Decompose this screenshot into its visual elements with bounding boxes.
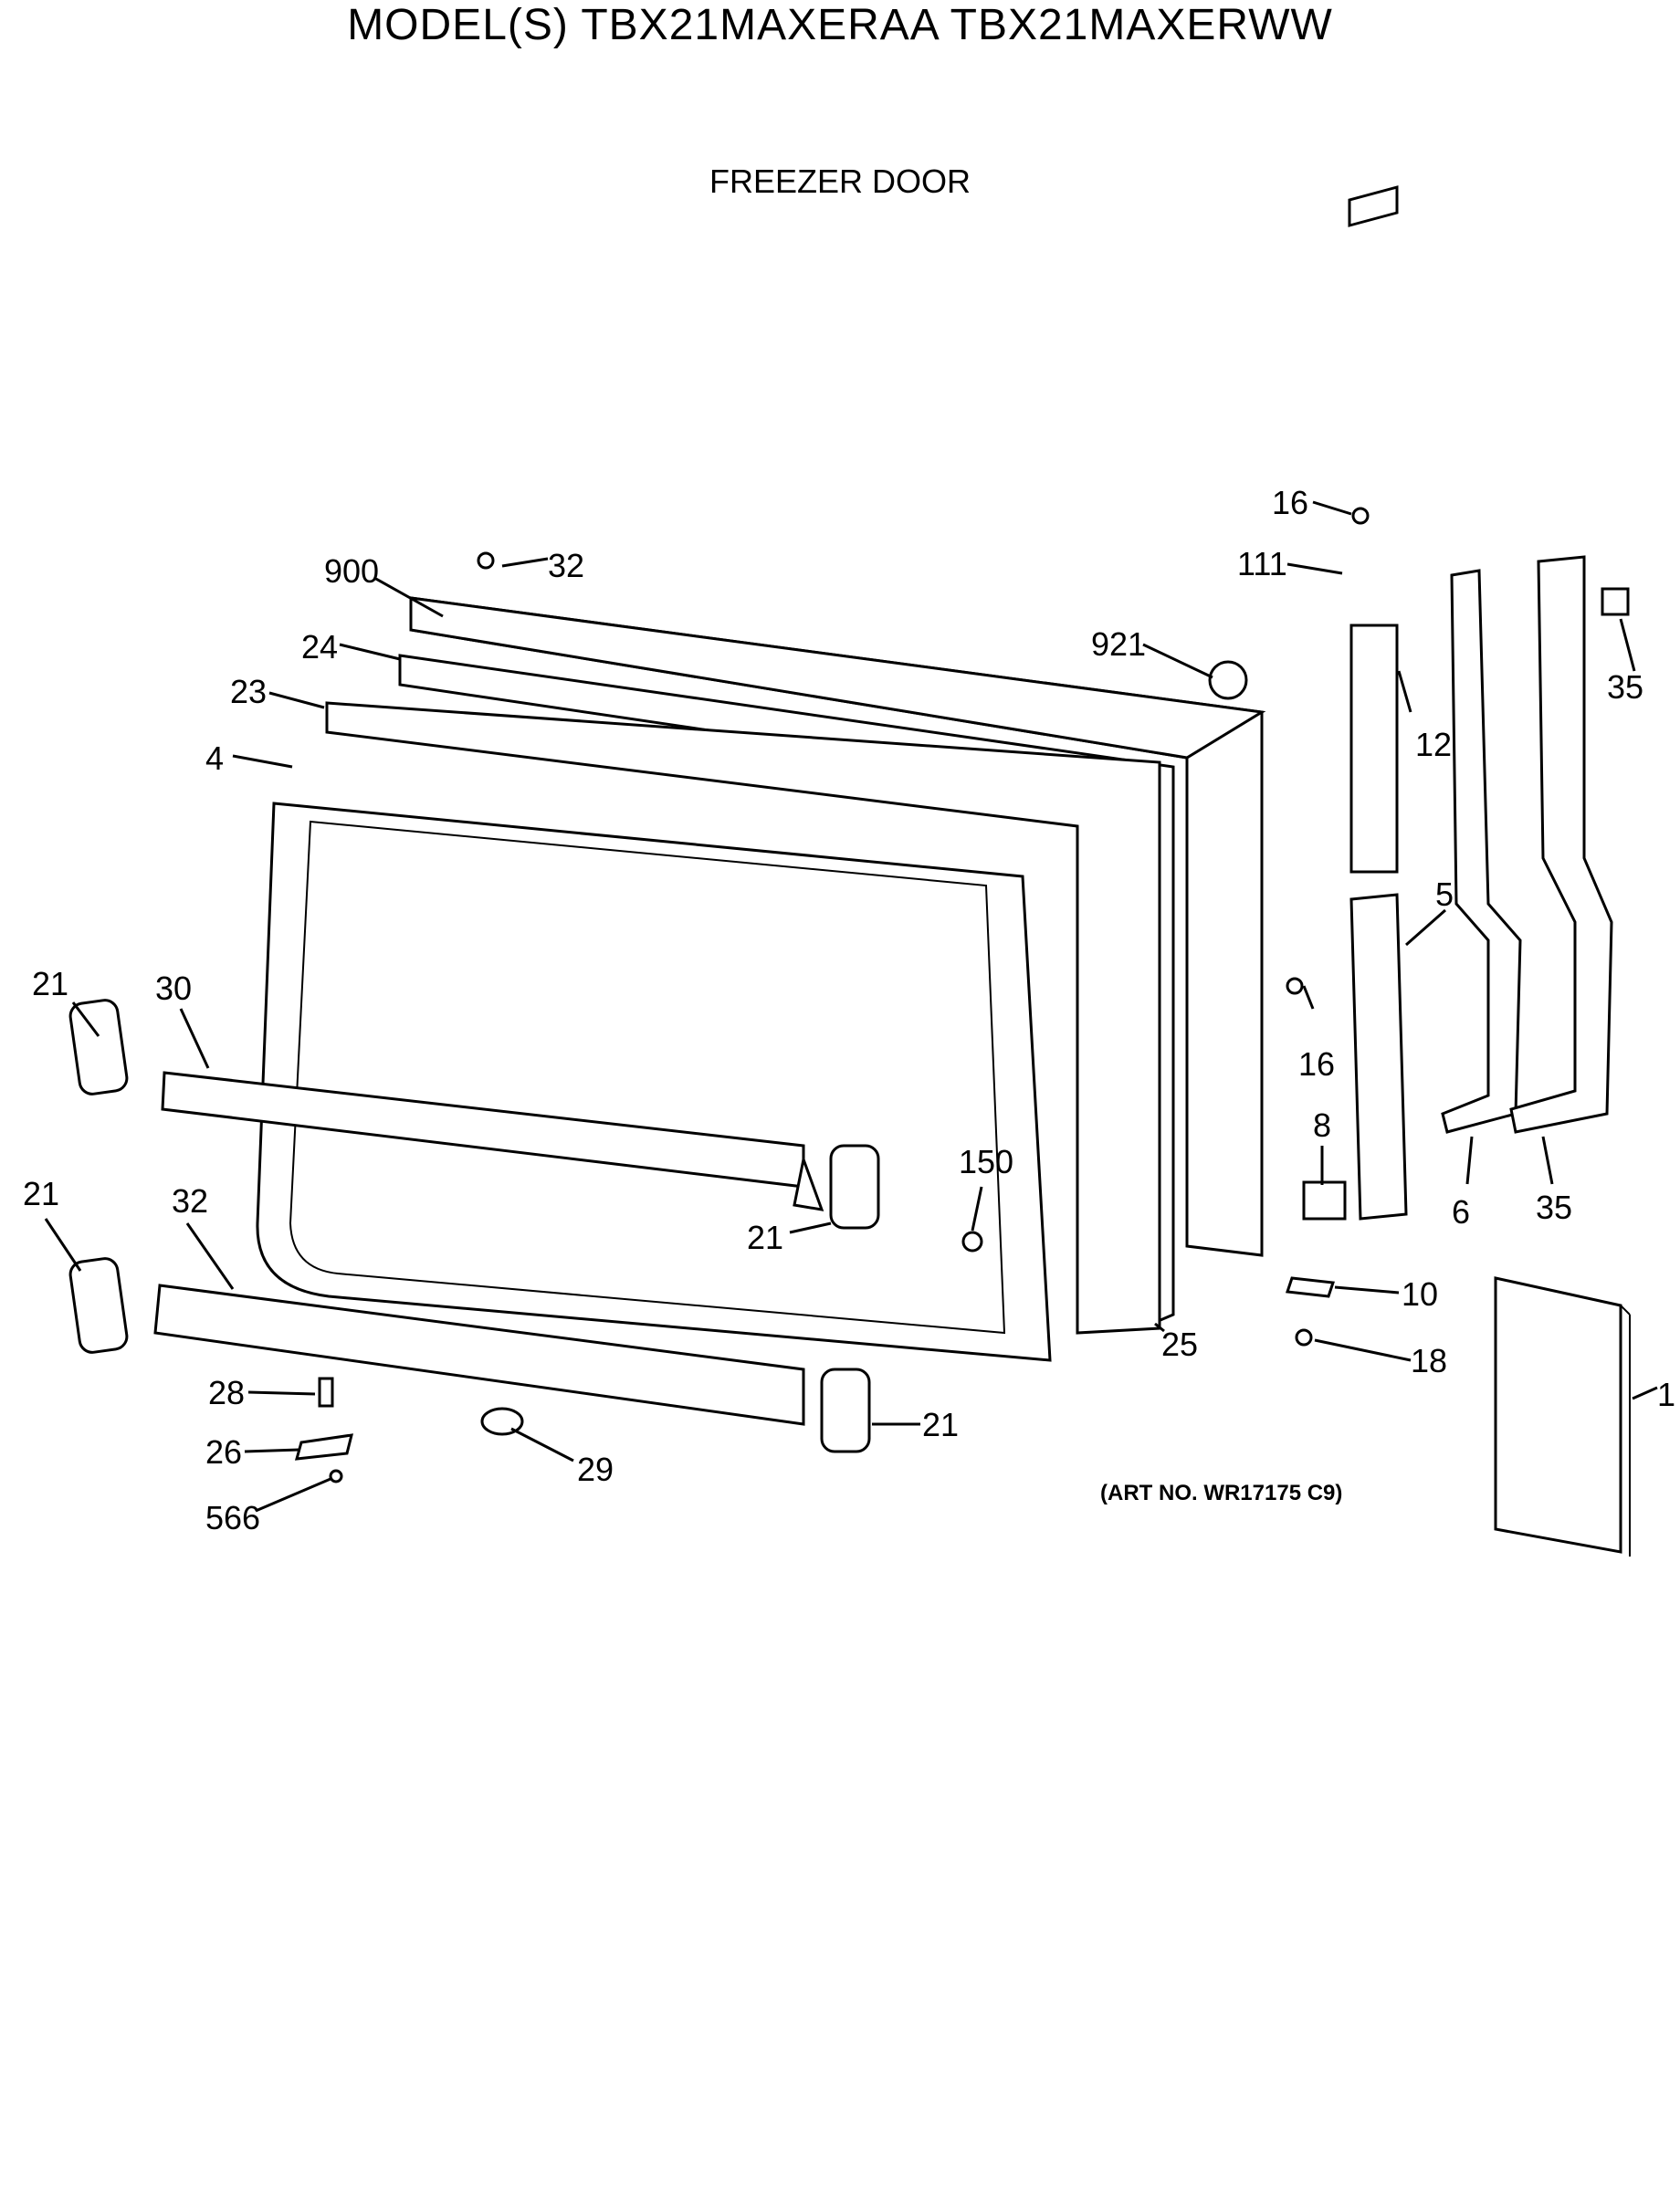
callout-labels: 16 111 32 900 24 921 23 12 4 35 5 16 8 2… (23, 484, 1675, 1536)
callout: 1 (1657, 1376, 1675, 1413)
callout: 8 (1313, 1106, 1331, 1144)
door-gasket (325, 654, 1175, 1335)
callout: 21 (747, 1219, 783, 1256)
callout: 29 (577, 1451, 614, 1488)
callout: 35 (1607, 668, 1643, 706)
callout: 5 (1435, 875, 1454, 913)
callout: 18 (1411, 1342, 1447, 1379)
hinge-assembly (1285, 185, 1408, 1298)
model-title: MODEL(S) TBX21MAXERAA TBX21MAXERWW (347, 1, 1333, 49)
callout: 111 (1237, 545, 1287, 582)
outer-door-panel (409, 596, 1266, 1257)
art-number: (ART NO. WR17175 C9) (1100, 1481, 1343, 1505)
callout: 25 (1161, 1326, 1198, 1363)
owners-manual (1494, 1276, 1631, 1557)
callout: 21 (922, 1406, 959, 1443)
leader-lines (44, 500, 1658, 1513)
callout: 23 (230, 673, 267, 710)
callout: 16 (1272, 484, 1308, 521)
callout: 10 (1402, 1275, 1438, 1313)
shelf-end-caps (68, 999, 880, 1453)
callout: 921 (1091, 625, 1146, 663)
callout: 16 (1298, 1045, 1335, 1083)
section-title: FREEZER DOOR (709, 162, 971, 200)
shelf-upper (161, 1071, 824, 1211)
callout: 32 (548, 547, 584, 584)
door-liner (256, 802, 1052, 1362)
callout: 4 (205, 739, 224, 777)
callout: 30 (155, 970, 192, 1007)
shelf-lower (153, 1284, 805, 1426)
handle-bar-6 (1441, 569, 1522, 1134)
callout: 32 (172, 1182, 208, 1220)
callout: 35 (1536, 1189, 1572, 1226)
callout: 28 (208, 1374, 245, 1411)
callout: 24 (301, 628, 338, 666)
handle-bar-35 (1509, 555, 1630, 1134)
callout: 26 (205, 1433, 242, 1471)
callout: 12 (1415, 726, 1452, 763)
callout: 150 (959, 1143, 1013, 1180)
callout: 21 (23, 1175, 59, 1212)
callout: 566 (205, 1499, 260, 1536)
callout: 900 (324, 552, 379, 590)
callout: 6 (1452, 1193, 1470, 1231)
callout: 21 (32, 965, 68, 1002)
